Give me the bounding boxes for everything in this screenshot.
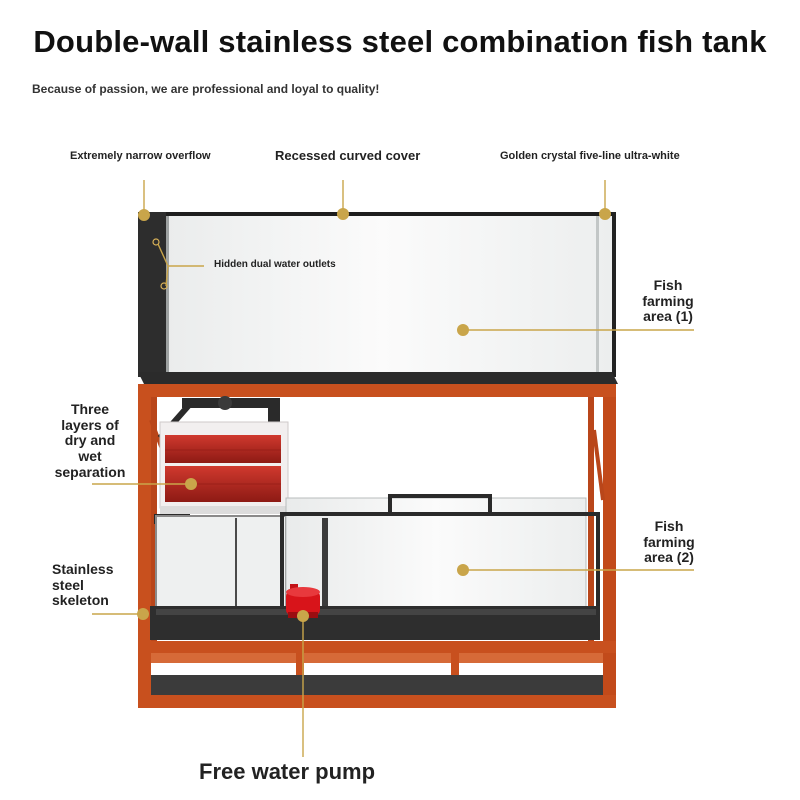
label-ultra-white-glass: Golden crystal five-line ultra-white bbox=[500, 150, 680, 162]
leader-dots bbox=[137, 208, 611, 622]
label-water-pump: Free water pump bbox=[199, 759, 376, 784]
lower-tank bbox=[150, 494, 600, 640]
label-area-2: Fish farming area (2) bbox=[643, 518, 695, 566]
leader-lines bbox=[92, 180, 694, 757]
upper-tank bbox=[138, 212, 618, 384]
page-title: Double-wall stainless steel combination … bbox=[33, 24, 767, 59]
label-narrow-overflow: Extremely narrow overflow bbox=[70, 150, 211, 162]
page-subtitle: Because of passion, we are professional … bbox=[32, 82, 380, 96]
label-dry-wet-separation: Three layers of dry and wet separation bbox=[54, 401, 126, 480]
label-area-1: Fish farming area (1) bbox=[642, 277, 694, 325]
label-steel-skeleton: Stainless steel skeleton bbox=[52, 561, 114, 609]
label-water-outlets: Hidden dual water outlets bbox=[214, 259, 336, 270]
label-curved-cover: Recessed curved cover bbox=[275, 148, 421, 163]
filter-box bbox=[159, 421, 289, 514]
overflow-column bbox=[138, 212, 166, 377]
